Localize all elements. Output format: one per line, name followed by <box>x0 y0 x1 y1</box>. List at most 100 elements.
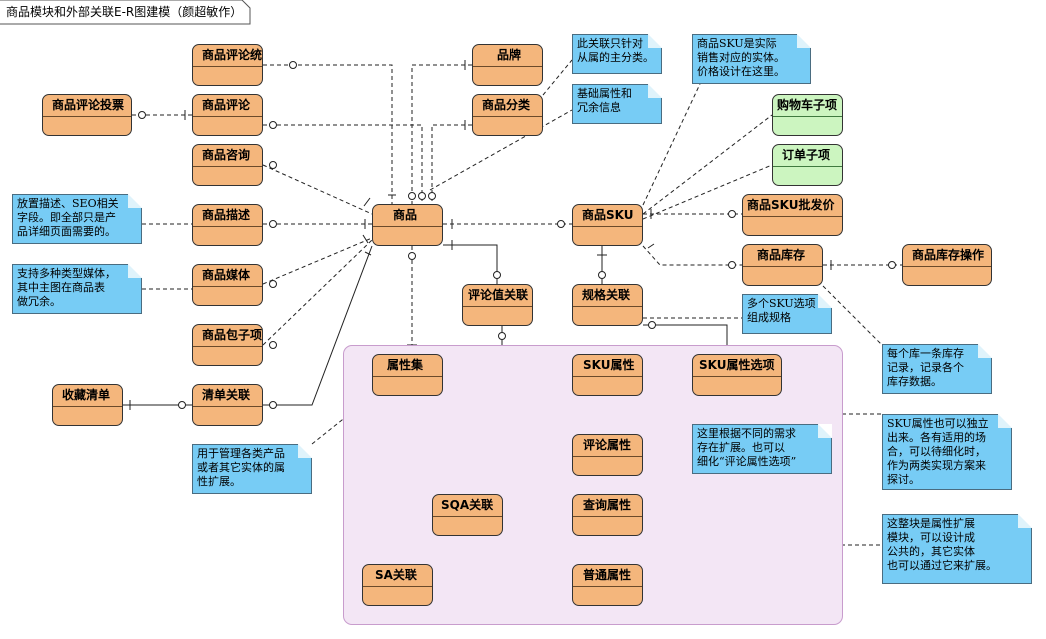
entity-label: 商品描述 <box>193 205 262 227</box>
note-fold <box>978 344 992 358</box>
note-text: 放置描述、SEO相关 字段。即全部只是产 品详细页面需要的。 <box>17 197 119 238</box>
relationship-line <box>263 64 393 204</box>
cardinality-zero-marker <box>598 271 606 279</box>
note-connector <box>542 59 573 96</box>
entity-order-item[interactable]: 订单子项 <box>772 144 843 186</box>
note-text: 这整块是属性扩展 模块，可以设计成 公共的，其它实体 也可以通过它来扩展。 <box>887 517 997 572</box>
entity-sqa-link[interactable]: SQA关联 <box>432 494 503 536</box>
entity-common-attr[interactable]: 普通属性 <box>572 564 643 606</box>
cardinality-zero-marker <box>408 252 416 260</box>
entity-label: SKU属性 <box>573 355 642 377</box>
entity-label: 订单子项 <box>773 145 842 167</box>
entity-label: 规格关联 <box>573 285 642 307</box>
entity-inventory[interactable]: 商品库存 <box>742 244 823 286</box>
diagram-title: 商品模块和外部关联E-R图建模（颜超敏作） <box>0 0 249 24</box>
cardinality-zero-marker <box>269 161 277 169</box>
note-text: SKU属性也可以独立 出来。各有适用的场 合，可以待细化时， 作为两类实现方案来… <box>887 417 989 486</box>
entity-consult[interactable]: 商品咨询 <box>192 144 263 186</box>
note-sku-attr: SKU属性也可以独立 出来。各有适用的场 合，可以待细化时， 作为两类实现方案来… <box>882 414 1012 490</box>
entity-label: 评论属性 <box>573 435 642 457</box>
note-category: 此关联只针对 从属的主分类。 <box>572 34 662 74</box>
cardinality-zero-marker <box>138 111 146 119</box>
cardinality-zero-marker <box>728 210 736 218</box>
entity-query-attr[interactable]: 查询属性 <box>572 494 643 536</box>
note-text: 商品SKU是实际 销售对应的实体。 价格设计在这里。 <box>697 37 785 78</box>
entity-cart-item[interactable]: 购物车子项 <box>772 94 843 136</box>
note-text: 用于管理各类产品 或者其它实体的属 性扩展。 <box>197 447 285 488</box>
cardinality-zero-marker <box>493 271 501 279</box>
relationship-line <box>262 239 373 346</box>
note-text: 此关联只针对 从属的主分类。 <box>577 37 654 64</box>
entity-label: SQA关联 <box>433 495 502 517</box>
relationship-line <box>431 124 472 204</box>
relationship-line <box>642 245 742 266</box>
relationship-line <box>263 124 423 204</box>
entity-review-value-link[interactable]: 评论值关联 <box>462 284 533 326</box>
cardinality-one-marker <box>647 243 655 249</box>
entity-media[interactable]: 商品媒体 <box>192 264 263 306</box>
entity-label: 商品分类 <box>473 95 542 117</box>
entity-label: 商品 <box>373 205 442 227</box>
cardinality-zero-marker <box>269 401 277 409</box>
entity-package-item[interactable]: 商品包子项 <box>192 324 263 366</box>
entity-label: SKU属性选项 <box>693 355 781 377</box>
note-fold <box>648 84 662 98</box>
entity-label: 商品咨询 <box>193 145 262 167</box>
entity-product[interactable]: 商品 <box>372 204 443 246</box>
entity-label: 商品评论投票 <box>43 95 131 117</box>
relationship-line <box>642 114 773 215</box>
relationship-line <box>263 245 373 406</box>
cardinality-zero-marker <box>728 261 736 269</box>
entity-label: 商品库存操作 <box>903 245 991 267</box>
note-text: 每个库一条库存 记录，记录各个 库存数据。 <box>887 347 964 388</box>
entity-label: 查询属性 <box>573 495 642 517</box>
entity-label: 商品评论 <box>193 95 262 117</box>
cardinality-zero-marker <box>408 192 416 200</box>
entity-sku-attr[interactable]: SKU属性 <box>572 354 643 396</box>
entity-inventory-op[interactable]: 商品库存操作 <box>902 244 992 286</box>
cardinality-zero-marker <box>418 192 426 200</box>
entity-label: 购物车子项 <box>773 95 842 117</box>
cardinality-one-marker <box>362 234 369 244</box>
cardinality-zero-marker <box>269 220 277 228</box>
note-attr-set: 用于管理各类产品 或者其它实体的属 性扩展。 <box>192 444 312 494</box>
entity-review-attr[interactable]: 评论属性 <box>572 434 643 476</box>
note-fold <box>128 264 142 278</box>
entity-spec-link[interactable]: 规格关联 <box>572 284 643 326</box>
note-fold <box>128 194 142 208</box>
cardinality-one-marker <box>364 251 372 256</box>
entity-label: 商品媒体 <box>193 265 262 287</box>
entity-sku-wholesale[interactable]: 商品SKU批发价 <box>742 194 843 236</box>
entity-description[interactable]: 商品描述 <box>192 204 263 246</box>
cardinality-zero-marker <box>289 61 297 69</box>
note-description: 放置描述、SEO相关 字段。即全部只是产 品详细页面需要的。 <box>12 194 142 244</box>
entity-sku-attr-option[interactable]: SKU属性选项 <box>692 354 782 396</box>
note-media: 支持多种类型媒体， 其中主图在商品表 做冗余。 <box>12 264 142 314</box>
note-spec: 多个SKU选项 组成规格 <box>742 294 832 334</box>
relationship-line <box>443 244 498 284</box>
cardinality-zero-marker <box>557 220 565 228</box>
note-inventory: 每个库一条库存 记录，记录各个 库存数据。 <box>882 344 992 394</box>
note-base: 基础属性和 冗余信息 <box>572 84 662 124</box>
entity-category[interactable]: 商品分类 <box>472 94 543 136</box>
entity-brand[interactable]: 品牌 <box>472 44 543 86</box>
entity-label: 商品SKU批发价 <box>743 195 842 217</box>
entity-sku[interactable]: 商品SKU <box>572 204 643 246</box>
note-connector <box>642 83 701 206</box>
note-text: 基础属性和 冗余信息 <box>577 87 632 114</box>
entity-review-stats[interactable]: 商品评论统计 <box>192 44 263 86</box>
entity-list-link[interactable]: 清单关联 <box>192 384 263 426</box>
entity-label: SA关联 <box>363 565 432 587</box>
entity-sa-link[interactable]: SA关联 <box>362 564 433 606</box>
cardinality-zero-marker <box>498 332 506 340</box>
entity-label: 商品库存 <box>743 245 822 267</box>
entity-review-vote[interactable]: 商品评论投票 <box>42 94 132 136</box>
entity-label: 商品评论统计 <box>193 45 262 67</box>
entity-label: 属性集 <box>373 355 442 377</box>
relationship-line <box>411 64 472 204</box>
note-fold <box>818 294 832 308</box>
entity-attr-set[interactable]: 属性集 <box>372 354 443 396</box>
cardinality-zero-marker <box>269 280 277 288</box>
entity-favorite[interactable]: 收藏清单 <box>52 384 123 426</box>
entity-review[interactable]: 商品评论 <box>192 94 263 136</box>
